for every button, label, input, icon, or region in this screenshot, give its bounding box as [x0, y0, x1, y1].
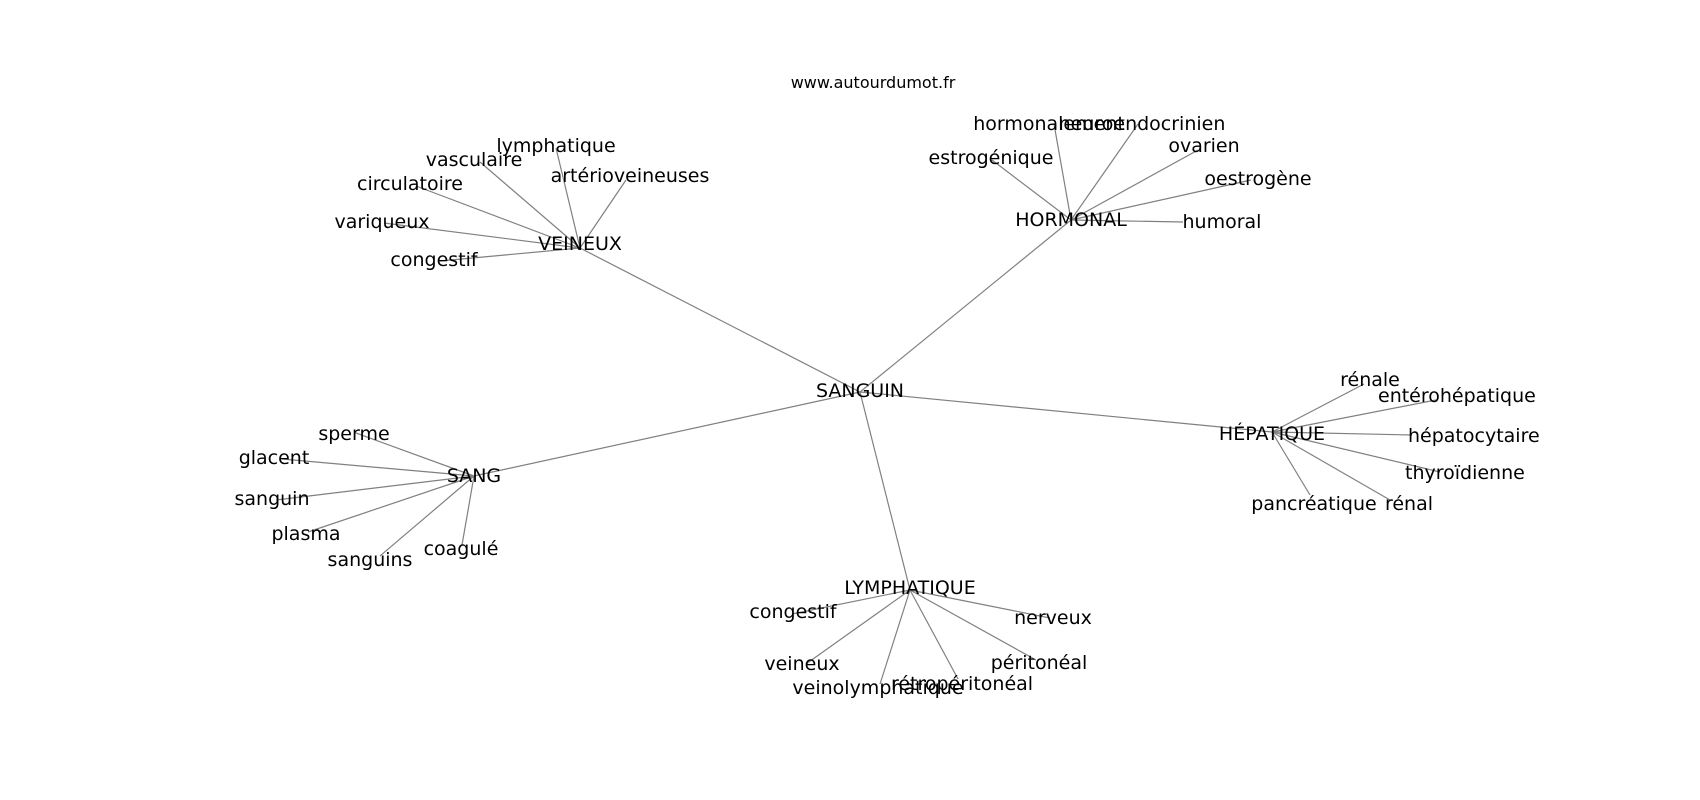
leaf-node-peritoneal[interactable]: péritonéal: [991, 652, 1088, 674]
edge-veineux-vasculaire: [479, 161, 581, 249]
leaf-node-plasma[interactable]: plasma: [271, 523, 340, 545]
leaf-node-variqueux[interactable]: variqueux: [334, 211, 429, 233]
edge-lymphatique-congestif: [791, 589, 911, 615]
edge-hepatique-renale: [1271, 383, 1365, 433]
edge-hepatique-hepatocytaire: [1271, 431, 1413, 436]
edge-hormonal-humoral: [1070, 219, 1184, 223]
center-node-label[interactable]: SANGUIN: [816, 380, 904, 402]
leaf-node-pancreatique[interactable]: pancréatique: [1251, 493, 1376, 515]
edge-sang-sanguin: [275, 475, 475, 501]
leaf-node-sanguin[interactable]: sanguin: [234, 488, 309, 510]
leaf-node-sanguins[interactable]: sanguins: [328, 549, 413, 571]
leaf-node-vasculaire[interactable]: vasculaire: [426, 149, 523, 171]
leaf-node-coagule[interactable]: coagulé: [424, 538, 499, 560]
edge-sang-coagule: [461, 475, 475, 546]
edge-center-hepatique: [859, 391, 1273, 433]
edge-sang-sperme: [355, 432, 475, 477]
leaf-node-humoral[interactable]: humoral: [1183, 211, 1262, 233]
leaf-node-nerveux[interactable]: nerveux: [1014, 607, 1092, 629]
edge-veineux-congestif: [439, 247, 581, 262]
edge-hormonal-hormonalement: [1053, 123, 1072, 221]
leaf-node-circulatoire[interactable]: circulatoire: [357, 173, 463, 195]
edge-lymphatique-nerveux: [909, 589, 1051, 619]
edge-veineux-variqueux: [383, 222, 581, 249]
edge-center-veineux: [579, 247, 861, 393]
edge-hepatique-enterohepatique: [1271, 399, 1437, 433]
leaf-node-sperme[interactable]: sperme: [318, 423, 389, 445]
leaf-node-lymphatique[interactable]: lymphatique: [496, 135, 615, 157]
edge-hepatique-thyroidienne: [1271, 431, 1441, 473]
leaf-node-estrogenique[interactable]: estrogénique: [929, 147, 1054, 169]
hub-node-sang[interactable]: SANG: [447, 465, 501, 487]
site-label[interactable]: www.autourdumot.fr: [791, 73, 956, 92]
edge-hormonal-ovarien: [1070, 149, 1199, 221]
edge-sang-glacent: [281, 458, 475, 477]
edge-hepatique-pancreatique: [1271, 431, 1311, 496]
edge-lymphatique-peritoneal: [909, 589, 1037, 661]
leaf-node-ovarien[interactable]: ovarien: [1168, 135, 1239, 157]
graph-labels: www.autourdumot.fr SANGUIN VEINEUX lymphat…: [234, 73, 1539, 699]
edge-hormonal-oestrogene: [1070, 179, 1252, 221]
edge-lymphatique-veineux: [805, 589, 911, 665]
leaf-node-glacent[interactable]: glacent: [239, 447, 310, 469]
edge-veineux-circulatoire: [415, 185, 581, 249]
leaf-node-renale[interactable]: rénale: [1340, 369, 1400, 391]
hub-node-lymphatique[interactable]: LYMPHATIQUE: [844, 577, 975, 599]
edge-sang-sanguins: [379, 475, 475, 557]
graph-edges: [275, 123, 1441, 685]
hub-node-hormonal[interactable]: HORMONAL: [1015, 209, 1127, 231]
leaf-node-renal[interactable]: rénal: [1385, 493, 1433, 515]
leaf-node-neuroendocrinien[interactable]: neuroendocrinien: [1059, 113, 1226, 135]
edge-lymphatique-retroperitoneal: [909, 589, 959, 680]
leaf-node-congestif[interactable]: congestif: [749, 601, 837, 623]
edge-center-lymphatique: [859, 391, 911, 591]
edge-veineux-lymphatique: [555, 147, 581, 249]
edge-veineux-arterioveineuses: [579, 179, 627, 249]
edge-sang-plasma: [307, 475, 475, 533]
leaf-node-hepatocytaire[interactable]: hépatocytaire: [1408, 425, 1540, 447]
edge-center-sang: [473, 391, 861, 477]
leaf-node-thyroidienne[interactable]: thyroïdienne: [1405, 462, 1525, 484]
edge-hepatique-renal: [1271, 431, 1391, 501]
hub-node-veineux[interactable]: VEINEUX: [538, 233, 622, 255]
leaf-node-arterioveineuses[interactable]: artérioveineuses: [551, 165, 710, 187]
leaf-node-veineux[interactable]: veineux: [764, 653, 839, 675]
leaf-node-retroperitoneal[interactable]: rétropéritonéal: [891, 673, 1033, 695]
hub-node-hepatique[interactable]: HÉPATIQUE: [1219, 422, 1325, 445]
leaf-node-veinolymphatique[interactable]: veinolymphatique: [792, 677, 963, 699]
edge-hormonal-neuroendocrinien: [1070, 123, 1139, 221]
leaf-node-hormonalement[interactable]: hormonalement: [973, 113, 1125, 135]
edge-hormonal-estrogenique: [991, 159, 1072, 221]
leaf-node-congestif[interactable]: congestif: [390, 249, 478, 271]
leaf-node-enterohepatique[interactable]: entérohépatique: [1378, 385, 1536, 407]
edge-lymphatique-veinolymphatique: [879, 589, 911, 685]
leaf-node-oestrogene[interactable]: oestrogène: [1204, 168, 1311, 190]
edge-center-hormonal: [859, 219, 1072, 393]
